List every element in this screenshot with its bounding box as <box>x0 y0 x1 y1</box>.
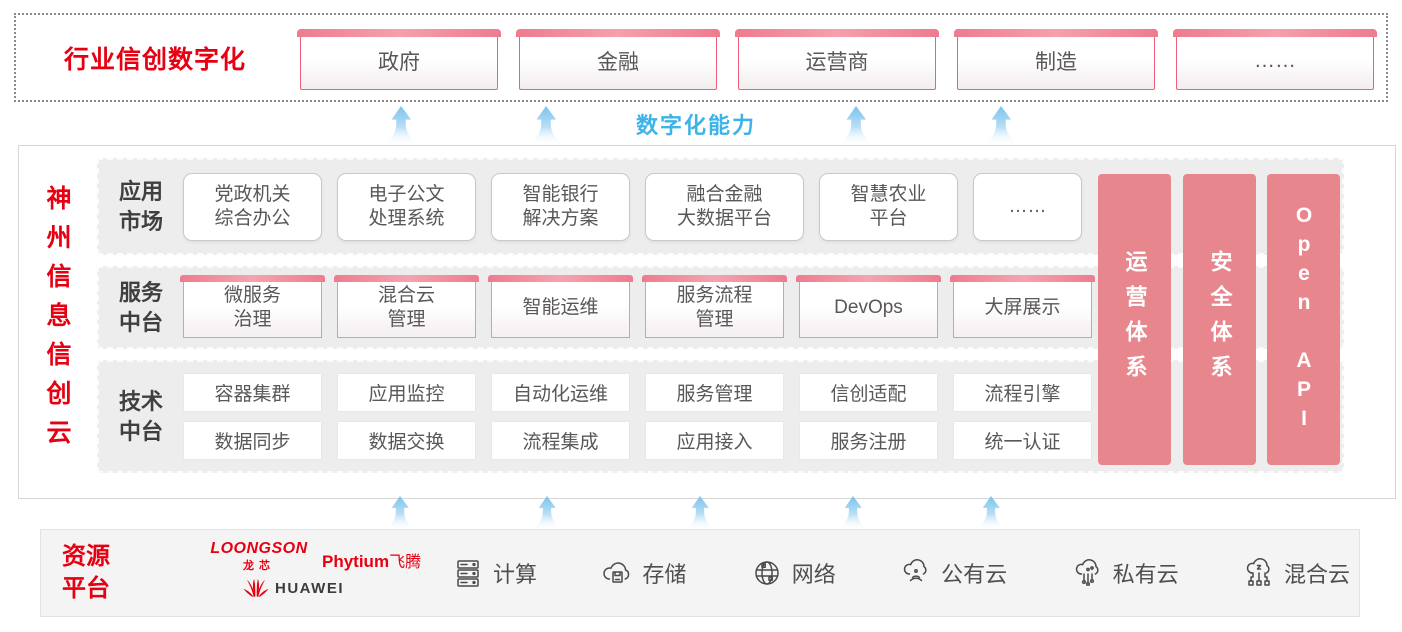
service-box-row: 微服务 治理 混合云 管理 智能运维 服务流程 管理 DevOps 大屏展示 <box>180 274 1095 338</box>
capability-label: 数字化能力 <box>636 113 757 138</box>
huawei-flower-icon <box>243 578 269 597</box>
resources-panel <box>40 529 1360 617</box>
industry-box-more: …… <box>1173 29 1377 90</box>
industry-box-finance: 金融 <box>516 29 720 90</box>
up-arrow-icon <box>835 496 871 529</box>
service-box-aiops: 智能运维 <box>488 274 633 338</box>
industry-box-telecom: 运营商 <box>735 29 939 90</box>
service-box-hybrid-cloud-mgmt: 混合云 管理 <box>334 274 479 338</box>
service-box-devops: DevOps <box>796 274 941 338</box>
app-box-row: 党政机关 综合办公 电子公文 处理系统 智能银行 解决方案 融合金融 大数据平台… <box>183 172 1082 241</box>
row-app-market: 应用 市场 党政机关 综合办公 电子公文 处理系统 智能银行 解决方案 融合金融… <box>97 158 1344 255</box>
tech-box-app-monitoring: 应用监控 <box>337 373 476 412</box>
resource-item-storage: 存储 <box>599 555 686 591</box>
industry-box-manufacturing: 制造 <box>954 29 1158 90</box>
app-box-more: …… <box>973 172 1082 241</box>
app-box-smart-banking: 智能银行 解决方案 <box>491 172 630 241</box>
up-arrow-icon <box>682 496 718 529</box>
app-box-gov-office: 党政机关 综合办公 <box>183 172 322 241</box>
tech-box-xinchuang-adapt: 信创适配 <box>799 373 938 412</box>
app-box-finance-bigdata: 融合金融 大数据平台 <box>645 172 804 241</box>
row-service-label: 服务 中台 <box>118 279 163 335</box>
service-box-microservice: 微服务 治理 <box>180 274 325 338</box>
tech-box-service-registry: 服务注册 <box>799 421 938 460</box>
phytium-logo: Phytium飞腾 <box>322 552 422 571</box>
up-arrow-icon <box>383 106 419 144</box>
cloud-platform-title: 神州信息信创云 <box>43 184 71 458</box>
pillar-operations-system: 运营体系 <box>1098 174 1171 465</box>
pillar-open-api: Open API <box>1267 174 1340 465</box>
huawei-logo: HUAWEI <box>243 578 344 598</box>
pillar-security-system: 安全体系 <box>1183 174 1256 465</box>
hybrid-cloud-icon <box>1246 558 1270 586</box>
up-arrow-icon <box>983 106 1019 144</box>
resource-item-hybrid-cloud: 混合云 <box>1241 555 1350 591</box>
up-arrow-icon <box>973 496 1009 529</box>
service-box-dashboard: 大屏展示 <box>950 274 1095 338</box>
resource-item-row: 计算 存储 网络 <box>450 529 1350 617</box>
up-arrow-icon <box>528 106 564 144</box>
resource-item-network: 网络 <box>749 555 836 591</box>
industry-band: 行业信创数字化 政府 金融 运营商 制造 …… <box>14 13 1388 102</box>
tech-box-service-mgmt: 服务管理 <box>645 373 784 412</box>
private-cloud-icon <box>1075 559 1099 587</box>
industry-band-title: 行业信创数字化 <box>64 45 247 74</box>
up-arrow-icon <box>382 496 418 529</box>
industry-box-government: 政府 <box>297 29 501 90</box>
row-tech-label: 技术 中台 <box>118 388 163 444</box>
service-box-service-flow: 服务流程 管理 <box>642 274 787 338</box>
up-arrow-icon <box>529 496 565 529</box>
network-icon <box>755 561 779 585</box>
resource-item-public-cloud: 公有云 <box>898 555 1007 591</box>
resources-label: 资源 平台 <box>62 543 110 603</box>
tech-box-process-engine: 流程引擎 <box>953 373 1092 412</box>
public-cloud-icon <box>903 559 927 582</box>
row-app-market-label: 应用 市场 <box>118 178 163 234</box>
loongson-logo: LOONGSON 龙芯 <box>210 540 308 572</box>
tech-box-grid: 容器集群 应用监控 自动化运维 服务管理 信创适配 流程引擎 数据同步 数据交换… <box>183 373 1092 460</box>
resource-item-private-cloud: 私有云 <box>1070 555 1179 591</box>
app-box-smart-agriculture: 智慧农业 平台 <box>819 172 958 241</box>
tech-box-process-integration: 流程集成 <box>491 421 630 460</box>
up-arrow-icon <box>838 106 874 144</box>
tech-box-auto-ops: 自动化运维 <box>491 373 630 412</box>
tech-box-container-cluster: 容器集群 <box>183 373 322 412</box>
industry-box-row: 政府 金融 运营商 制造 …… <box>297 29 1377 90</box>
tech-box-data-sync: 数据同步 <box>183 421 322 460</box>
storage-icon <box>603 562 630 583</box>
app-box-edoc-system: 电子公文 处理系统 <box>337 172 476 241</box>
tech-box-app-access: 应用接入 <box>645 421 784 460</box>
compute-icon <box>457 560 479 587</box>
tech-box-data-exchange: 数据交换 <box>337 421 476 460</box>
resource-item-compute: 计算 <box>450 555 537 591</box>
tech-box-unified-auth: 统一认证 <box>953 421 1092 460</box>
